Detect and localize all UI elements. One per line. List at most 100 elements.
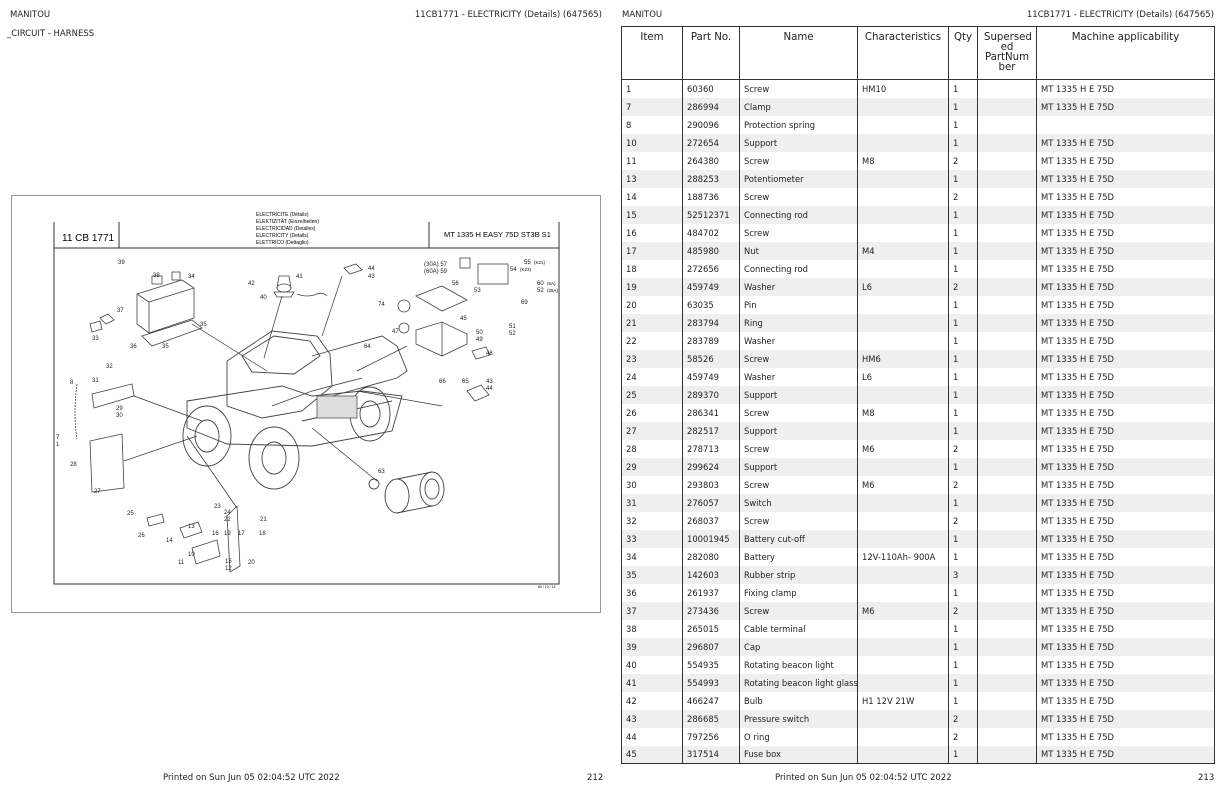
cell-item: 43 xyxy=(621,709,683,728)
svg-text:69: 69 xyxy=(521,300,528,306)
cell-superseded xyxy=(977,151,1037,170)
cell-qty: 1 xyxy=(948,403,978,422)
cell-name: Potentiometer xyxy=(739,169,858,188)
cell-name: Rotating beacon light glass xyxy=(739,673,858,692)
cell-item: 35 xyxy=(621,565,683,584)
svg-text:35: 35 xyxy=(162,344,169,350)
cell-part-no: 268037 xyxy=(682,511,740,530)
motor-drawing xyxy=(368,471,445,514)
svg-text:38: 38 xyxy=(153,273,160,279)
svg-text:43: 43 xyxy=(368,274,375,280)
document-title: 11CB1771 - ELECTRICITY (Details) (647565… xyxy=(1026,10,1214,20)
svg-text:49: 49 xyxy=(476,337,483,343)
cell-item: 8 xyxy=(621,115,683,134)
cell-superseded xyxy=(977,691,1037,710)
cell-characteristics xyxy=(857,457,949,476)
parts-table: Item Part No. Name Characteristics Qty S… xyxy=(621,26,1215,764)
col-machine-applicability: Machine applicability xyxy=(1036,26,1215,80)
cell-name: Support xyxy=(739,385,858,404)
cell-superseded xyxy=(977,295,1037,314)
cell-name: Cable terminal xyxy=(739,619,858,638)
battery-drawing xyxy=(89,271,203,347)
cell-item: 11 xyxy=(621,151,683,170)
cell-characteristics xyxy=(857,205,949,224)
cell-item: 41 xyxy=(621,673,683,692)
cell-part-no: 261937 xyxy=(682,583,740,602)
cell-superseded xyxy=(977,205,1037,224)
cell-superseded xyxy=(977,259,1037,278)
svg-text:14: 14 xyxy=(166,538,173,544)
cell-superseded xyxy=(977,97,1037,116)
cell-item: 16 xyxy=(621,223,683,242)
svg-text:48: 48 xyxy=(486,351,493,357)
cell-characteristics xyxy=(857,421,949,440)
cell-qty: 1 xyxy=(948,637,978,656)
svg-text:74: 74 xyxy=(378,302,385,308)
svg-text:52: 52 xyxy=(537,288,544,294)
diagram-title-de: ELEKTIZITÄT (Einzelheiten) xyxy=(256,218,319,225)
svg-text:39: 39 xyxy=(118,260,125,266)
page-number: 213 xyxy=(1198,773,1215,783)
cell-qty: 1 xyxy=(948,673,978,692)
svg-text:41: 41 xyxy=(296,274,303,280)
cell-item: 39 xyxy=(621,637,683,656)
cell-item: 29 xyxy=(621,457,683,476)
cell-superseded xyxy=(977,331,1037,350)
cell-characteristics xyxy=(857,655,949,674)
cell-item: 33 xyxy=(621,529,683,548)
svg-text:42: 42 xyxy=(248,281,255,287)
cell-qty: 1 xyxy=(948,745,978,764)
diagram-model-box: MT 1335 H EASY 75D ST3B S1 xyxy=(444,230,551,239)
cell-machine: MT 1335 H E 75D xyxy=(1036,259,1215,278)
svg-text:55: 55 xyxy=(524,260,531,266)
cell-part-no: 188736 xyxy=(682,187,740,206)
cell-characteristics: M8 xyxy=(857,151,949,170)
cell-machine: MT 1335 H E 75D xyxy=(1036,439,1215,458)
svg-text:44: 44 xyxy=(368,266,375,272)
cell-characteristics xyxy=(857,331,949,350)
cell-part-no: 60360 xyxy=(682,79,740,98)
cell-qty: 1 xyxy=(948,79,978,98)
cell-part-no: 288253 xyxy=(682,169,740,188)
cell-qty: 1 xyxy=(948,691,978,710)
cell-qty: 2 xyxy=(948,511,978,530)
cell-superseded xyxy=(977,511,1037,530)
svg-text:(30A) 57: (30A) 57 xyxy=(424,262,448,268)
cell-superseded xyxy=(977,601,1037,620)
cell-part-no: 554993 xyxy=(682,673,740,692)
cell-part-no: 299624 xyxy=(682,457,740,476)
svg-text:31: 31 xyxy=(92,378,99,384)
cell-name: Washer xyxy=(739,277,858,296)
fuse-label-30a: (K21) xyxy=(534,260,546,265)
cell-machine: MT 1335 H E 75D xyxy=(1036,637,1215,656)
cell-superseded xyxy=(977,709,1037,728)
exploded-diagram: 11 CB 1771 MT 1335 H EASY 75D ST3B S1 EL… xyxy=(11,195,601,613)
cell-machine: MT 1335 H E 75D xyxy=(1036,187,1215,206)
cell-characteristics xyxy=(857,385,949,404)
brand-label: MANITOU xyxy=(622,10,663,20)
cell-part-no: 273436 xyxy=(682,601,740,620)
diagram-title-es: ELECTRICIDAD (Detalles) xyxy=(256,226,316,232)
cell-item: 1 xyxy=(621,79,683,98)
cell-superseded xyxy=(977,565,1037,584)
svg-text:56: 56 xyxy=(452,281,459,287)
cell-name: Switch xyxy=(739,493,858,512)
cell-item: 18 xyxy=(621,259,683,278)
cell-machine: MT 1335 H E 75D xyxy=(1036,529,1215,548)
svg-text:17: 17 xyxy=(238,531,245,537)
svg-text:54: 54 xyxy=(510,267,517,273)
cell-item: 40 xyxy=(621,655,683,674)
cell-superseded xyxy=(977,457,1037,476)
svg-text:45: 45 xyxy=(460,316,467,322)
cell-item: 34 xyxy=(621,547,683,566)
cell-qty: 1 xyxy=(948,295,978,314)
